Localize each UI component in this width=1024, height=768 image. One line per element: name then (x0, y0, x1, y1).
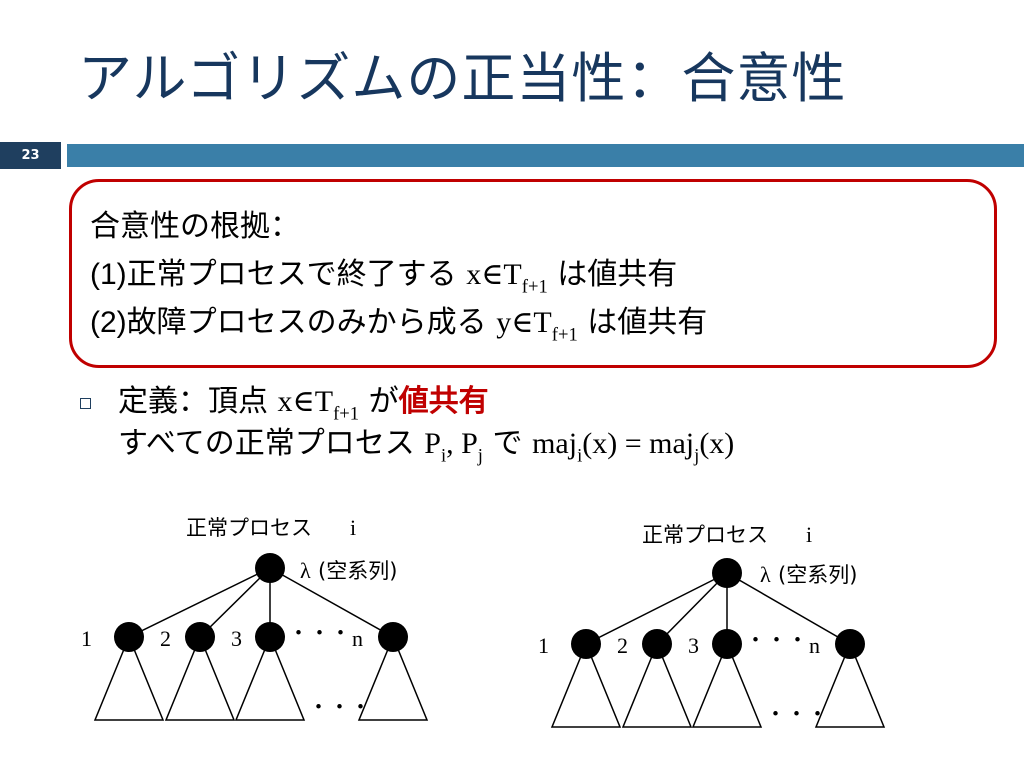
definition-maj-i: maj (532, 427, 578, 460)
tree-left-root-node (255, 553, 285, 583)
callout-heading: 合意性の根拠： (90, 209, 300, 244)
definition-comma: , (446, 427, 462, 460)
tree-right-subtree (550, 642, 622, 728)
tree-left-child-node (114, 622, 144, 652)
tree-right-subtree (621, 642, 693, 728)
definition-pi: P (424, 427, 441, 460)
tree-left-subtree (164, 635, 236, 721)
definition-line-1: 定義：頂点 x∈Tf+1 が値共有 (118, 382, 489, 434)
definition-maj-j-arg: (x) (699, 427, 735, 460)
slide-title: アルゴリズムの正当性：合意性 (78, 47, 847, 110)
callout-line-2-text: 正常プロセスで終了する (126, 257, 457, 292)
tree-left-child-label: 1 (81, 626, 92, 651)
tree-right-child-label: 3 (688, 633, 699, 658)
definition-de: で (492, 426, 523, 461)
tree-right-child-label: 2 (617, 633, 628, 658)
definition-pj-sub: j (477, 445, 483, 467)
tree-left-edge (128, 567, 271, 638)
tree-right-child-ellipsis: ・・・ (745, 628, 808, 652)
callout-box (69, 179, 997, 368)
tree-left-subtree (93, 635, 165, 721)
tree-diagram-right: 正常プロセス i λ (空系列) 1 2 3 ・・・ n ・・・ (538, 522, 886, 728)
tree-left-child-label: 2 (160, 626, 171, 651)
definition-maj-j-sub: j (694, 445, 700, 467)
definition-maj-i-sub: i (577, 445, 583, 467)
tree-left-root-label: (空系列) (318, 559, 397, 583)
definition-highlight: 値共有 (398, 384, 489, 419)
tree-right-process-index: i (806, 522, 812, 547)
tree-left-child-node (378, 622, 408, 652)
definition-particle: が (368, 384, 399, 419)
tree-left-child-node (255, 622, 285, 652)
tree-left-process-label: 正常プロセス (186, 516, 312, 540)
tree-left-process-index: i (350, 515, 356, 540)
callout-line-2-sub: f+1 (521, 276, 548, 298)
callout-line-3-suffix: は値共有 (587, 305, 708, 340)
tree-right-edge (656, 572, 728, 645)
tree-right-subtree (814, 642, 886, 728)
definition-math-sub: f+1 (333, 403, 360, 425)
tree-right-root-node (712, 558, 742, 588)
tree-right-lambda: λ (760, 562, 771, 587)
callout-line-3-text: 故障プロセスのみから成る (126, 305, 487, 340)
callout-line-3-sub: f+1 (551, 324, 578, 346)
tree-right-child-node (642, 629, 672, 659)
definition-pi-sub: i (440, 445, 447, 467)
callout-line-2-suffix: は値共有 (557, 257, 678, 292)
tree-right-child-label: n (809, 633, 820, 658)
tree-right-subtree (691, 642, 763, 728)
tree-left-edge (199, 567, 271, 638)
callout-line-3-math: y∈T (496, 306, 552, 339)
definition-maj-i-arg: (x) = (582, 427, 650, 460)
tree-right-edge (726, 572, 851, 645)
tree-left-edge (269, 567, 394, 638)
tree-right-child-label: 1 (538, 633, 549, 658)
tree-left-subtree (357, 635, 429, 721)
tree-right-child-node (835, 629, 865, 659)
callout-line-3: (2)故障プロセスのみから成る y∈Tf+1 は値共有 (90, 303, 707, 355)
definition-math: x∈T (277, 385, 334, 418)
slide-number: 23 (0, 142, 61, 169)
definition-line-2-text: すべての正常プロセス (118, 426, 415, 461)
callout-line-2-math: x∈T (466, 258, 522, 291)
callout-line-3-prefix: (2) (90, 306, 127, 339)
tree-left-child-label: 3 (231, 626, 242, 651)
tree-right-child-node (571, 629, 601, 659)
tree-right-child-node (712, 629, 742, 659)
tree-left-child-ellipsis: ・・・ (288, 621, 351, 645)
definition-pj: P (461, 427, 478, 460)
definition-maj-j: maj (649, 427, 695, 460)
tree-left-child-label: n (352, 626, 363, 651)
tree-left-child-node (185, 622, 215, 652)
tree-right-subtree-ellipsis: ・・・ (765, 702, 828, 726)
header-bar (67, 144, 1024, 167)
bullet-square-icon (80, 398, 91, 409)
tree-right-edge (585, 572, 728, 645)
definition-line-2: すべての正常プロセス Pi, Pj で maji(x) = majj(x) (118, 424, 734, 476)
tree-left-subtree (234, 635, 306, 721)
definition-label: 定義：頂点 (118, 384, 268, 419)
tree-left-subtree-ellipsis: ・・・ (308, 695, 371, 719)
callout-line-1: 合意性の根拠： (90, 207, 300, 247)
tree-right-root-label: (空系列) (778, 563, 857, 587)
callout-line-2: (1)正常プロセスで終了する x∈Tf+1 は値共有 (90, 255, 677, 307)
tree-diagram-left: 正常プロセス i λ (空系列) 1 2 3 ・・・ n ・・・ (81, 515, 429, 721)
tree-right-process-label: 正常プロセス (642, 523, 768, 547)
tree-left-lambda: λ (300, 558, 311, 583)
callout-line-2-prefix: (1) (90, 258, 127, 291)
